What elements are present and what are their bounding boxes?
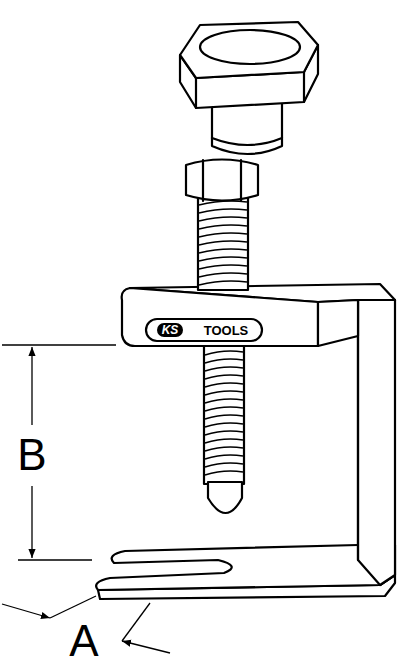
logo-mark: KS: [157, 323, 184, 337]
screw-thread: [199, 201, 247, 475]
thread-stroke: [199, 249, 247, 253]
thread-stroke: [205, 471, 243, 475]
t-handle: [180, 22, 318, 108]
dimension-b: [2, 345, 116, 560]
thread-stroke: [199, 257, 247, 261]
thread-stroke: [199, 225, 247, 229]
thread-stroke: [199, 217, 247, 221]
thread-stroke: [199, 281, 247, 285]
thread-stroke: [199, 233, 247, 237]
hex-nut: [186, 160, 258, 202]
thread-stroke: [199, 265, 247, 269]
thread-stroke: [199, 241, 247, 245]
thread-stroke: [205, 367, 243, 371]
fork-base: [96, 545, 395, 599]
thread-stroke: [205, 455, 243, 459]
thread-stroke: [205, 447, 243, 451]
logo-outline: [146, 319, 262, 341]
thread-stroke: [205, 383, 243, 387]
dimension-label: B: [15, 433, 48, 477]
upper-spindle: [198, 196, 248, 290]
thread-stroke: [199, 209, 247, 213]
thread-stroke: [205, 407, 243, 411]
thread-stroke: [205, 423, 243, 427]
thread-stroke: [205, 375, 243, 379]
thread-stroke: [205, 359, 243, 363]
thread-stroke: [205, 463, 243, 467]
dimension-label: A: [67, 619, 100, 663]
thread-stroke: [205, 439, 243, 443]
crossbar: [122, 284, 395, 346]
thread-stroke: [205, 391, 243, 395]
thread-stroke: [205, 415, 243, 419]
lower-spindle: [204, 344, 244, 513]
logo-text: TOOLS: [204, 324, 249, 337]
side-arm: [358, 300, 395, 585]
thread-stroke: [205, 431, 243, 435]
thread-stroke: [199, 273, 247, 277]
thread-stroke: [199, 201, 247, 205]
thread-stroke: [205, 351, 243, 355]
thread-stroke: [205, 399, 243, 403]
collar: [212, 102, 282, 154]
